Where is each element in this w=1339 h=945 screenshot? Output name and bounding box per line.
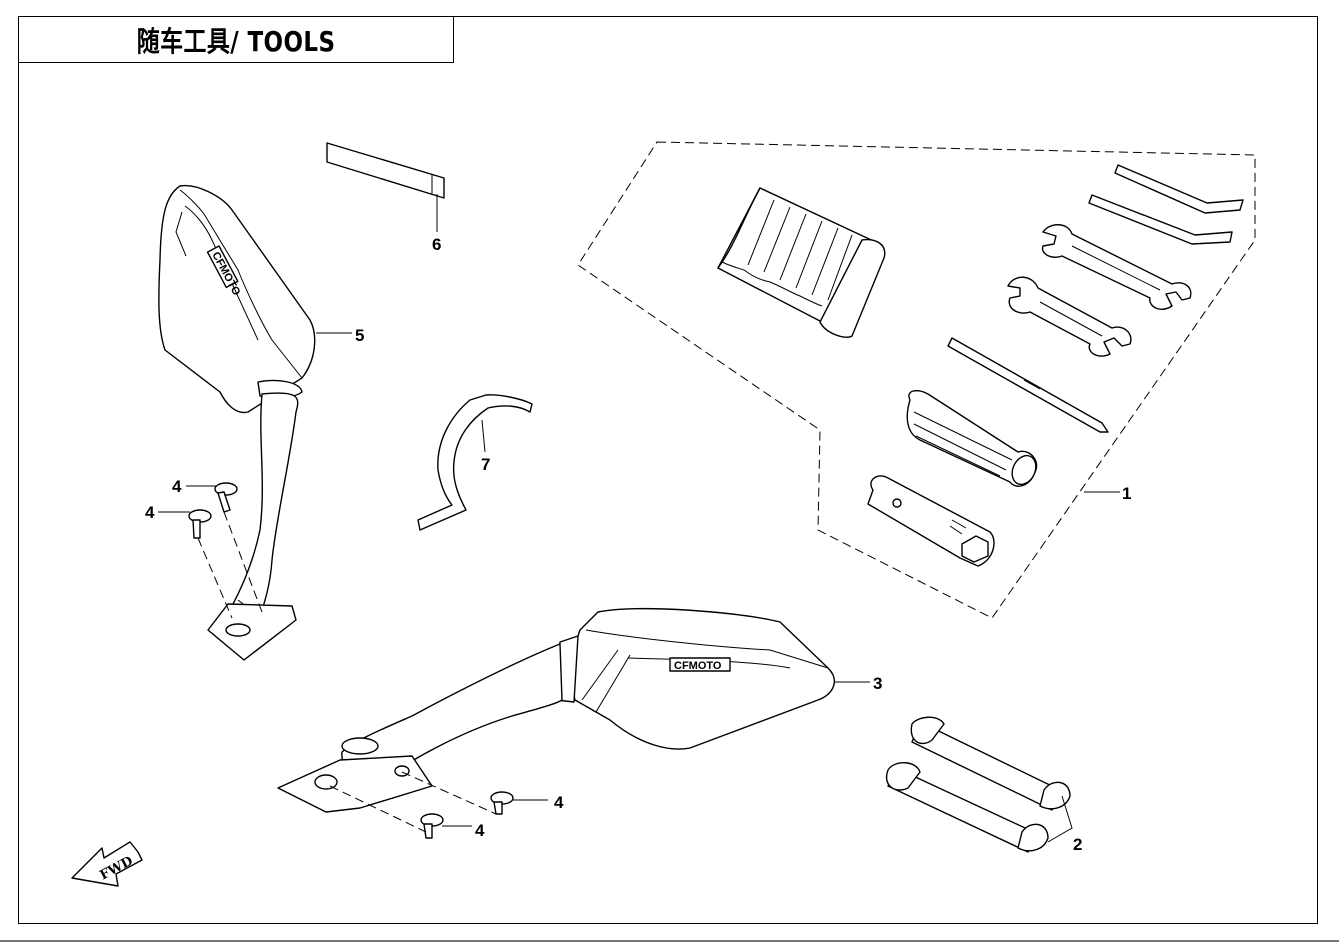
callout-4d: 4 <box>475 821 485 840</box>
right-mirror-logo: CFMOTO <box>669 657 731 672</box>
callout-4b: 4 <box>145 503 155 522</box>
wrench-large <box>1041 224 1192 310</box>
fwd-arrow-marker: FWD <box>71 841 143 887</box>
hex-key-small <box>1088 194 1233 245</box>
tool-pouch <box>717 187 886 338</box>
bolt-4c-guide <box>401 771 497 815</box>
page-title: 随车工具/ TOOLS <box>136 24 336 58</box>
right-mirror: CFMOTO <box>277 608 836 813</box>
callout-7: 7 <box>481 455 490 474</box>
callout-1: 1 <box>1122 484 1131 503</box>
spark-plug-socket <box>867 475 995 567</box>
bolt-4a <box>214 482 238 513</box>
wrench-small <box>1007 276 1132 357</box>
callout-3: 3 <box>873 674 882 693</box>
callout-5: 5 <box>355 326 364 345</box>
drawing-frame <box>18 16 1318 924</box>
callout-2: 2 <box>1073 835 1082 854</box>
hex-key-large <box>1114 164 1244 214</box>
right-mirror-logo-text: CFMOTO <box>674 660 722 672</box>
title-block: 随车工具/ TOOLS <box>18 16 454 63</box>
bolt-4d <box>420 813 444 839</box>
bolt-4b-guide <box>197 537 233 619</box>
bolt-4d-guide <box>329 785 427 833</box>
callout-4a: 4 <box>172 477 182 496</box>
hook-spanner-7 <box>417 394 533 531</box>
rubber-strap-lower <box>885 762 1049 853</box>
leader-2 <box>1047 795 1073 843</box>
tool-kit-outline <box>577 141 1256 619</box>
bolt-4a-guide <box>223 511 263 613</box>
bottom-rule <box>0 940 1339 942</box>
rubber-strap-upper <box>910 716 1071 811</box>
screwdriver-handle <box>906 389 1038 487</box>
strip-6 <box>326 142 445 199</box>
callout-6: 6 <box>432 235 441 254</box>
left-mirror: CFMOTO <box>158 184 316 661</box>
leader-7 <box>481 419 486 453</box>
screwdriver-shaft <box>947 337 1109 433</box>
callout-4c: 4 <box>554 793 564 812</box>
bolt-4b <box>188 509 212 539</box>
bolt-4c <box>490 791 514 815</box>
